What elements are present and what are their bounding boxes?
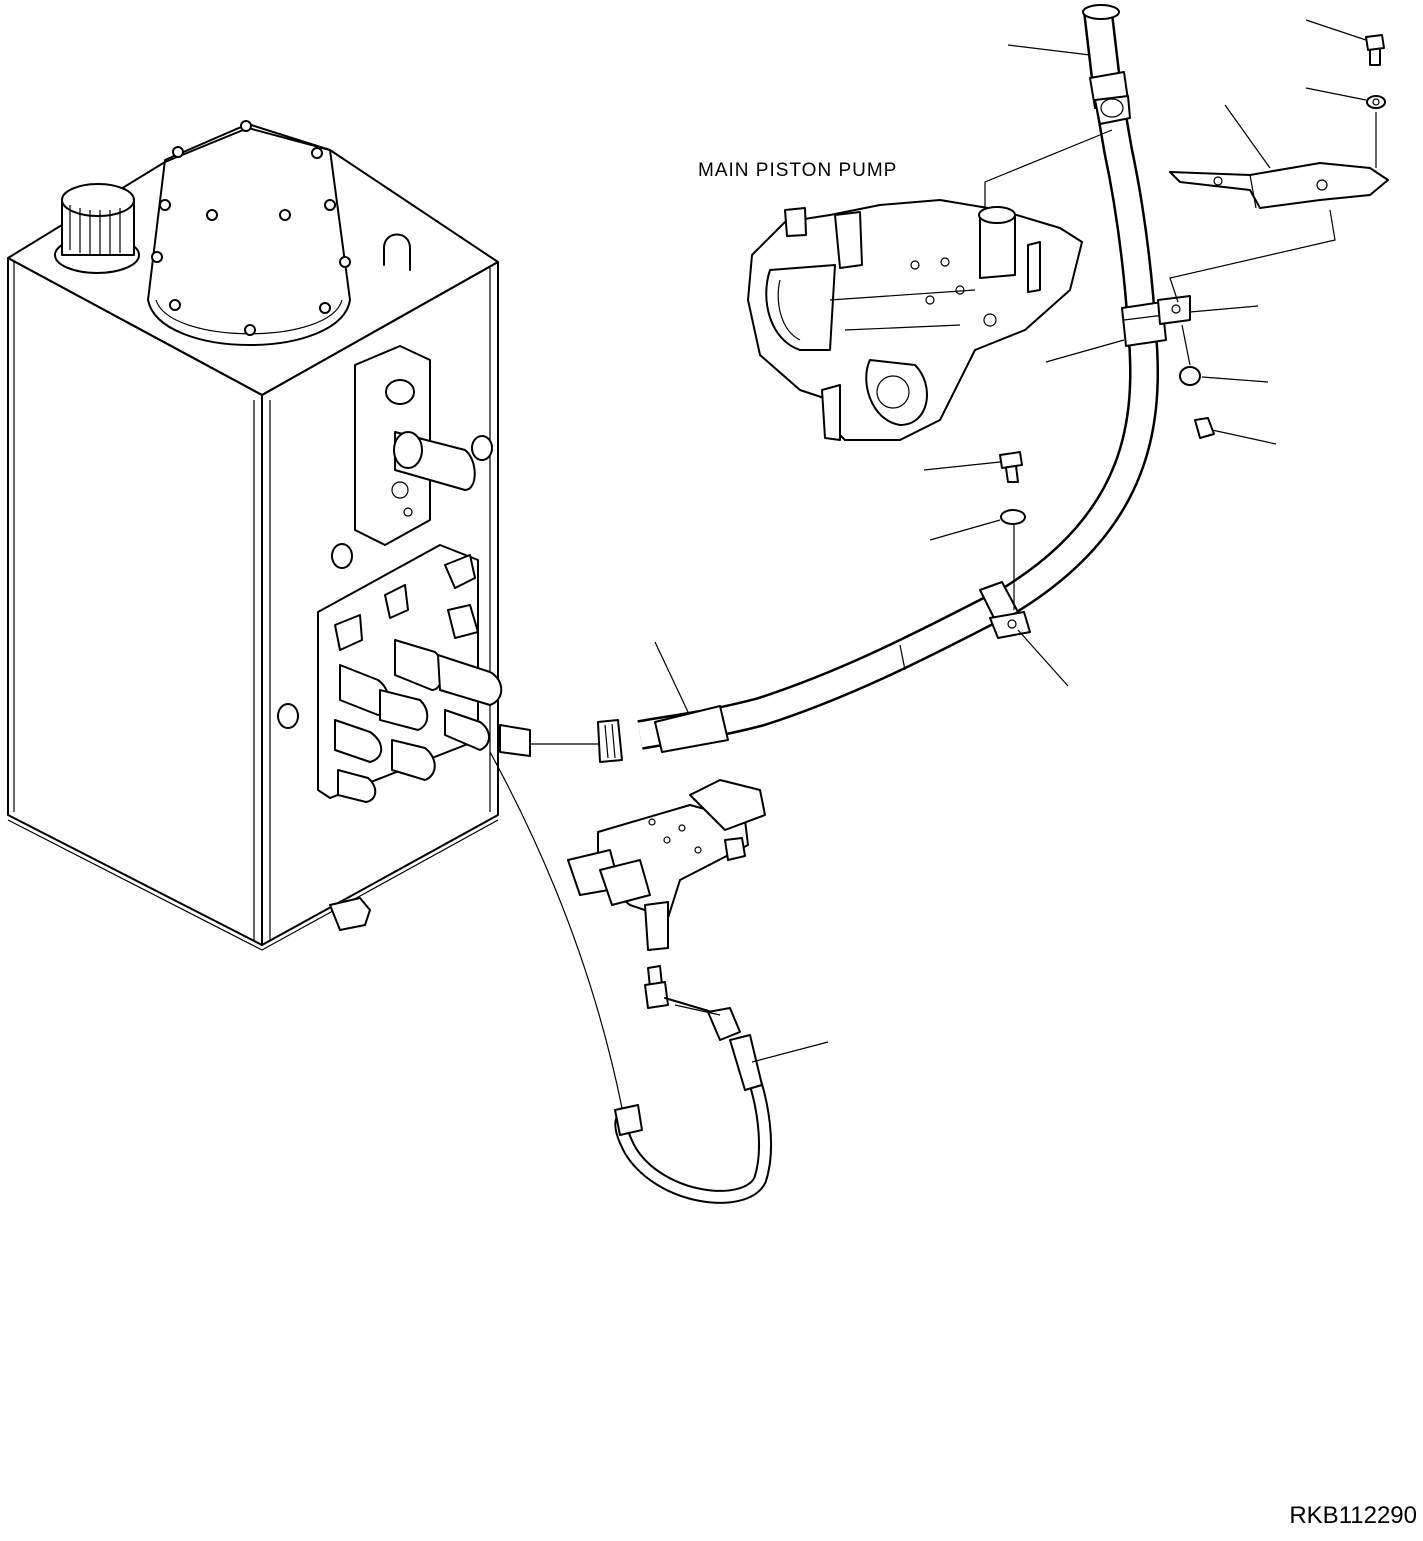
hydraulic-tank	[7, 120, 531, 951]
pump-label: MAIN PISTON PUMP	[698, 160, 898, 181]
drain-hose	[489, 751, 772, 1204]
filler-cap	[54, 183, 140, 274]
suction-hose	[597, 4, 1191, 763]
fasteners	[999, 34, 1386, 610]
drawing-number: RKB112290	[1289, 1502, 1417, 1529]
leader-lines	[530, 19, 1367, 1063]
sight-gauge	[331, 345, 493, 569]
main-piston-pump	[747, 199, 1083, 441]
mounting-bracket	[1169, 162, 1389, 303]
solenoid-valve-block	[567, 779, 766, 951]
tank-valve-block	[277, 544, 531, 803]
